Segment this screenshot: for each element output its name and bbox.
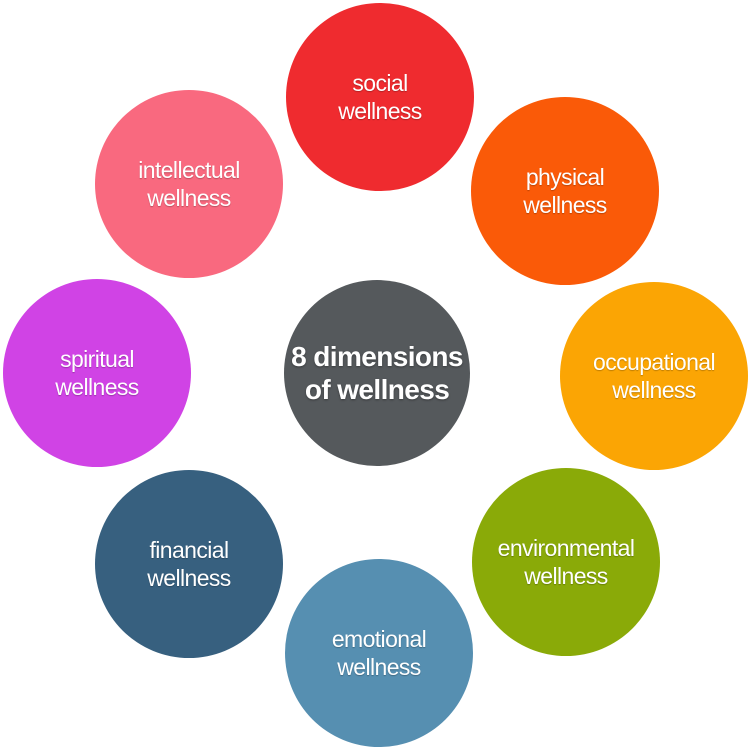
physical-wellness-circle: physical wellness (471, 97, 659, 285)
social-wellness-label: social wellness (338, 69, 422, 125)
financial-wellness-circle: financial wellness (95, 470, 283, 658)
occupational-wellness-label: occupational wellness (593, 348, 716, 404)
dimension-label-line2: wellness (612, 377, 696, 403)
dimension-label-line2: wellness (338, 98, 422, 124)
physical-wellness-label: physical wellness (523, 163, 607, 219)
intellectual-wellness-label: intellectual wellness (138, 156, 240, 212)
dimension-label-line1: environmental (497, 535, 635, 561)
dimension-label-line1: spiritual (60, 346, 134, 372)
dimension-label-line2: wellness (524, 563, 608, 589)
emotional-wellness-circle: emotional wellness (285, 559, 473, 747)
financial-wellness-label: financial wellness (147, 536, 231, 592)
spiritual-wellness-label: spiritual wellness (55, 345, 139, 401)
occupational-wellness-circle: occupational wellness (560, 282, 748, 470)
social-wellness-circle: social wellness (286, 3, 474, 191)
dimension-label-line1: occupational (593, 349, 716, 375)
center-title: 8 dimensions of wellness (291, 340, 463, 406)
dimension-label-line2: wellness (147, 185, 231, 211)
dimension-label-line2: wellness (147, 565, 231, 591)
dimension-label-line2: wellness (55, 374, 139, 400)
dimension-label-line1: emotional (331, 626, 427, 652)
environmental-wellness-circle: environmental wellness (472, 468, 660, 656)
environmental-wellness-label: environmental wellness (498, 534, 635, 590)
intellectual-wellness-circle: intellectual wellness (95, 90, 283, 278)
center-title-circle: 8 dimensions of wellness (284, 280, 470, 466)
dimension-label-line2: wellness (523, 192, 607, 218)
dimension-label-line2: wellness (337, 654, 421, 680)
dimension-label-line1: intellectual (138, 157, 240, 183)
center-title-line1: 8 dimensions (291, 341, 463, 372)
dimension-label-line1: physical (525, 164, 605, 190)
emotional-wellness-label: emotional wellness (331, 625, 427, 681)
center-title-line2: of wellness (304, 374, 450, 405)
dimension-label-line1: social (352, 70, 408, 96)
spiritual-wellness-circle: spiritual wellness (3, 279, 191, 467)
dimension-label-line1: financial (149, 537, 230, 563)
